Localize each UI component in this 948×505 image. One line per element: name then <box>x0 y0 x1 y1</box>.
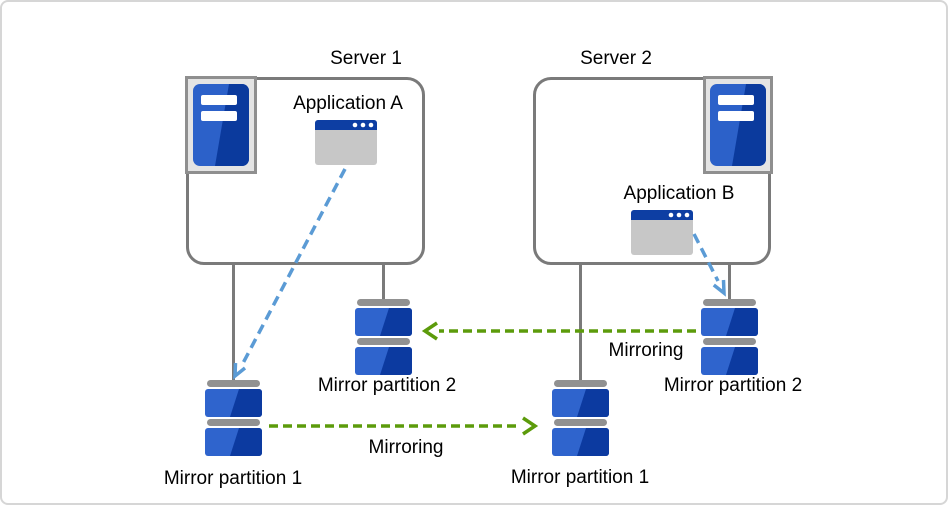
server-tower-icon <box>710 84 766 166</box>
arrow-head-left-icon <box>421 321 438 341</box>
application-b-label: Application B <box>623 183 735 204</box>
server1-frame <box>185 76 257 174</box>
arrow-head-right-icon <box>522 416 539 436</box>
mirror-partition2-server2-label: Mirror partition 2 <box>663 375 803 396</box>
server2-label: Server 2 <box>580 48 652 69</box>
application-a-window-icon <box>315 120 377 170</box>
mirror-partition1-server1-label: Mirror partition 1 <box>163 468 303 489</box>
application-b-window-icon <box>631 210 693 260</box>
mirror-partition2-server1-label: Mirror partition 2 <box>317 375 457 396</box>
arrow-head-appA-icon <box>233 362 247 380</box>
application-a-label: Application A <box>293 93 403 114</box>
mirror-partition1-server2-label: Mirror partition 1 <box>510 467 650 488</box>
server2-frame <box>703 76 773 174</box>
mirror-partition1-server1-icon <box>205 380 262 461</box>
mirror-partition1-server2-icon <box>552 380 609 461</box>
mirror-partition2-server2-icon <box>701 299 758 380</box>
server-tower-icon <box>193 84 249 166</box>
mirror-partition2-server1-icon <box>355 299 412 380</box>
server1-label: Server 1 <box>330 48 402 69</box>
mirroring-label-bottom: Mirroring <box>368 437 444 458</box>
mirroring-label-top: Mirroring <box>608 340 684 361</box>
arrow-head-appB-icon <box>712 279 726 297</box>
